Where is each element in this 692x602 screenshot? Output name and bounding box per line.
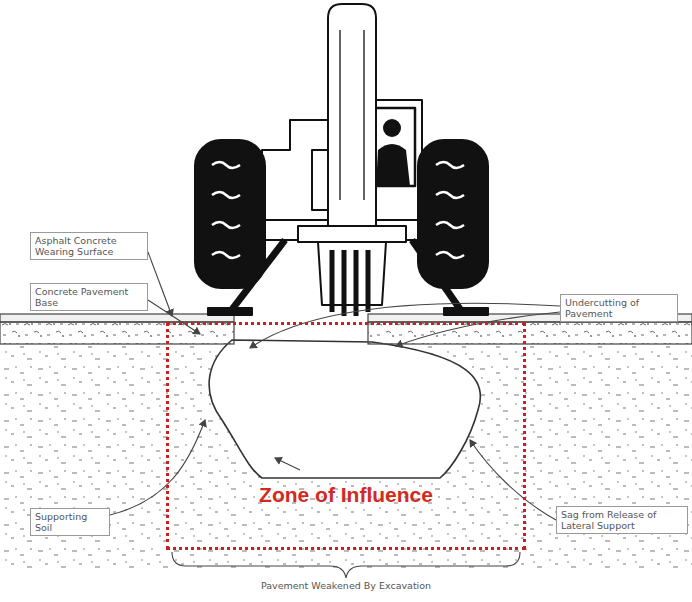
callout-box: Undercutting of Pavement [560,294,678,322]
callout-text: Sag from Release of Lateral Support [561,509,683,531]
callout-box: Supporting Soil [30,508,110,536]
callout-text: Asphalt Concrete Wearing Surface [35,235,143,257]
callout-box: Asphalt Concrete Wearing Surface [30,232,148,260]
callout-box: Sag from Release of Lateral Support [556,506,688,534]
bracket-label: Pavement Weakened By Excavation [170,580,522,591]
backhoe [195,4,488,316]
pavement-left [0,314,234,344]
zone-title: Zone of Influence [259,483,433,507]
callout-text: Concrete Pavement Base [35,286,143,308]
callout-text: Undercutting of Pavement [565,297,673,319]
zone-box: Zone of Influence [166,322,526,550]
callout-box: Concrete Pavement Base [30,283,148,311]
leader-lines [110,252,560,520]
bracket [172,552,520,578]
excavation-trench [209,340,480,478]
callout-text: Supporting Soil [35,511,105,533]
